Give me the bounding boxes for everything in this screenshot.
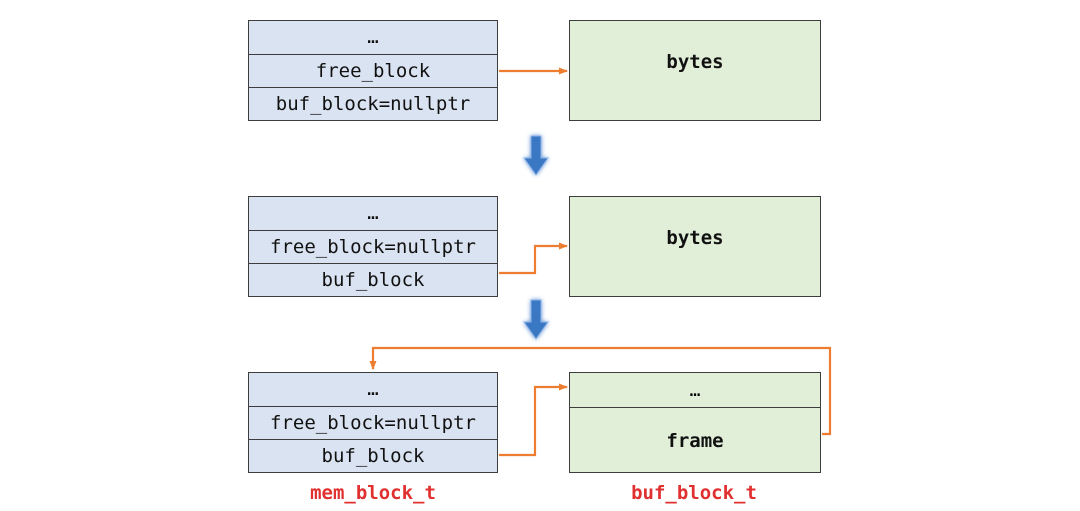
mem-block-3: … free_block=nullptr buf_block (248, 372, 498, 473)
pointer-arrow-buf-block-3 (499, 383, 568, 457)
buf-label-frame: frame (666, 429, 724, 452)
step-down-arrow-icon (523, 299, 549, 340)
step-down-arrow-icon (523, 135, 549, 176)
mem-row-buf-block: buf_block (249, 438, 497, 472)
back-pointer-arrow-frame (369, 346, 832, 436)
caption-mem-block-t: mem_block_t (310, 482, 436, 504)
buf-row-ellipsis: … (570, 373, 820, 408)
mem-row-buf-block: buf_block=nullptr (249, 86, 497, 120)
buf-block-2: bytes (569, 196, 821, 297)
buf-block-3: … frame (569, 372, 821, 473)
buf-block-1: bytes (569, 20, 821, 121)
buf-label: bytes (666, 51, 724, 73)
mem-block-1: … free_block buf_block=nullptr (248, 20, 498, 121)
mem-row-free-block: free_block=nullptr (249, 405, 497, 439)
mem-row-buf-block: buf_block (249, 262, 497, 296)
mem-row-ellipsis: … (367, 378, 379, 401)
mem-row-free-block: free_block=nullptr (249, 229, 497, 263)
caption-buf-block-t: buf_block_t (631, 482, 757, 504)
mem-row-ellipsis: … (367, 26, 379, 49)
mem-row-free-block: free_block (249, 53, 497, 87)
pointer-arrow-buf-block (499, 242, 568, 275)
mem-row-ellipsis: … (367, 202, 379, 225)
mem-block-2: … free_block=nullptr buf_block (248, 196, 498, 297)
buf-label: bytes (666, 227, 724, 249)
